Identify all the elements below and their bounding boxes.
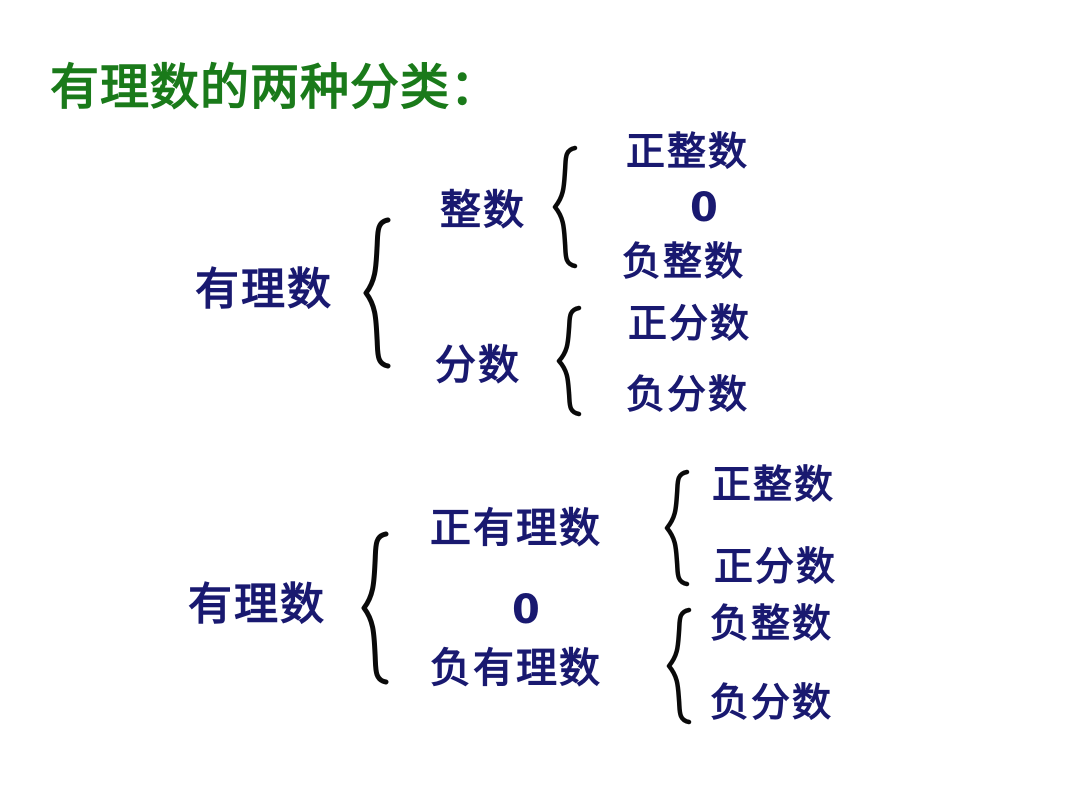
tree1-positive-fraction-label: 正分数 (628, 302, 752, 347)
tree2-positive-rational-label: 正有理数 (430, 504, 602, 552)
tree2-root-brace (360, 531, 394, 685)
tree1-fractions-brace (556, 305, 586, 417)
tree2-positive-integer-label: 正整数 (712, 463, 836, 508)
tree1-root-label: 有理数 (195, 264, 333, 315)
tree2-positive-rational-brace (664, 469, 694, 587)
tree2-negative-fraction-label: 负分数 (710, 681, 834, 726)
tree2-negative-rational-label: 负有理数 (430, 644, 602, 692)
tree2-positive-fraction-label: 正分数 (714, 545, 838, 590)
tree1-negative-integer-label: 负整数 (622, 240, 746, 285)
tree1-negative-fraction-label: 负分数 (626, 373, 750, 418)
tree1-integers-brace (552, 145, 582, 269)
tree2-zero-label: 0 (512, 587, 540, 633)
tree1-root-brace (362, 217, 396, 369)
tree1-fractions-label: 分数 (435, 341, 521, 389)
tree1-zero-label: 0 (690, 185, 718, 231)
tree1-integers-label: 整数 (440, 186, 526, 234)
tree2-root-label: 有理数 (188, 579, 326, 630)
tree1-positive-integer-label: 正整数 (626, 130, 750, 175)
page-title: 有理数的两种分类： (50, 59, 501, 116)
tree2-negative-rational-brace (666, 607, 696, 725)
tree2-negative-integer-label: 负整数 (710, 602, 834, 647)
